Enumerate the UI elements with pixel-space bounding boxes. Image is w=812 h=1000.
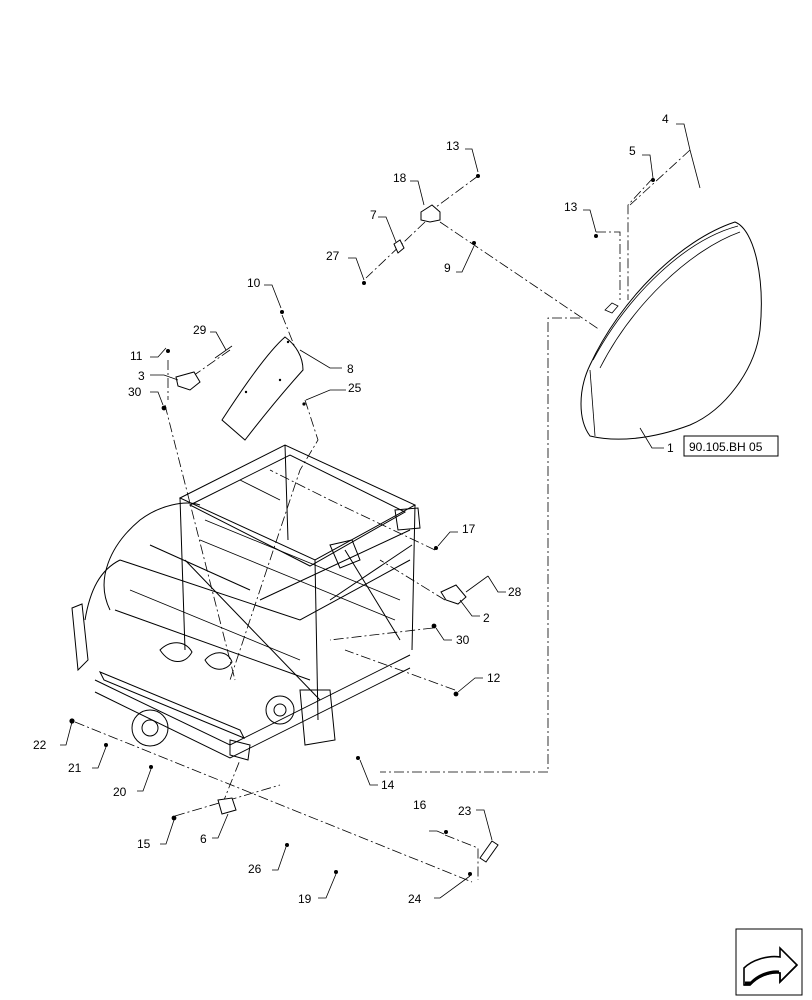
callout-3: 3	[138, 369, 145, 383]
curved-panel-part	[221, 336, 304, 441]
reference-code[interactable]: 90.105.BH 05	[689, 440, 763, 454]
callout-30-left: 30	[128, 385, 142, 399]
reference-box[interactable]: 90.105.BH 05	[683, 435, 779, 457]
callout-10: 10	[247, 276, 261, 290]
callout-29: 29	[193, 323, 207, 337]
callout-7: 7	[370, 208, 377, 222]
callout-14: 14	[381, 778, 395, 792]
callout-24: 24	[408, 892, 422, 906]
callout-25: 25	[348, 381, 362, 395]
callout-27: 27	[326, 249, 340, 263]
callout-30-right: 30	[456, 633, 470, 647]
callout-26: 26	[248, 862, 262, 876]
callout-28: 28	[508, 585, 522, 599]
assembly-lines	[74, 149, 691, 883]
callout-20: 20	[113, 785, 127, 799]
callout-19: 19	[298, 892, 312, 906]
callout-labels: 1 2 3 4 5 6 7 8 9 10 11 12 13 13 14 15 1…	[33, 112, 674, 906]
callout-13-right: 13	[564, 200, 578, 214]
callout-16: 16	[413, 798, 427, 812]
callout-18: 18	[393, 171, 407, 185]
callout-15: 15	[137, 837, 151, 851]
callout-9: 9	[444, 261, 451, 275]
arrow-navigation-icon[interactable]	[735, 928, 803, 996]
leader-lines	[60, 123, 691, 899]
callout-11: 11	[130, 349, 143, 363]
callout-23: 23	[458, 804, 472, 818]
baler-frame-assembly	[71, 444, 421, 761]
callout-12: 12	[487, 671, 501, 685]
callout-8: 8	[347, 362, 354, 376]
callout-4: 4	[662, 112, 669, 126]
hardware-parts	[69, 149, 701, 876]
callout-2: 2	[483, 611, 490, 625]
callout-22: 22	[33, 738, 47, 752]
callout-5: 5	[629, 144, 636, 158]
side-shield-part	[580, 221, 762, 440]
callout-21: 21	[68, 761, 82, 775]
callout-1: 1	[667, 441, 674, 455]
callout-13-top: 13	[446, 139, 460, 153]
callout-6: 6	[200, 832, 207, 846]
callout-17: 17	[462, 522, 476, 536]
